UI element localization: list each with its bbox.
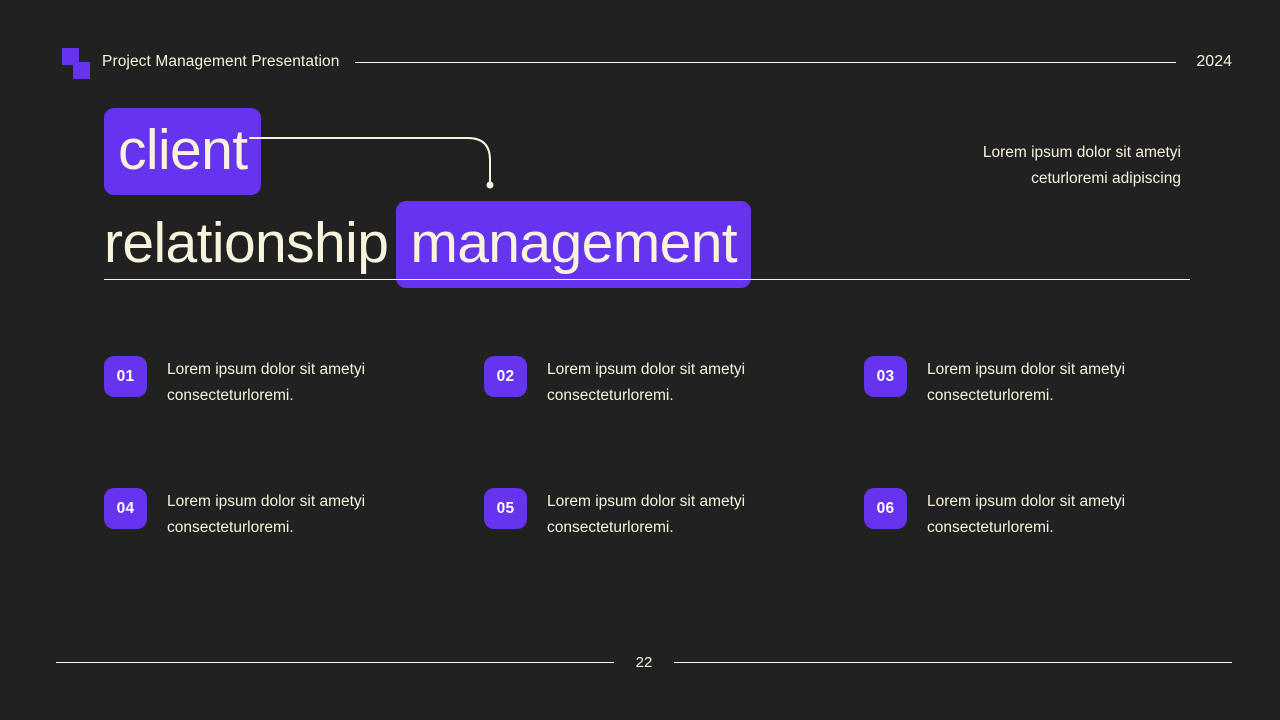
page-number: 22 xyxy=(635,654,653,671)
item-number-badge: 04 xyxy=(104,488,147,529)
item-number-badge: 02 xyxy=(484,356,527,397)
item-number-badge: 06 xyxy=(864,488,907,529)
headline-word-management: management xyxy=(396,201,752,288)
item-number-badge: 05 xyxy=(484,488,527,529)
footer-divider-right xyxy=(674,662,1232,663)
page-title: client relationship management xyxy=(104,108,804,288)
header-divider xyxy=(355,61,1177,63)
content-divider xyxy=(104,279,1190,280)
list-item[interactable]: 03 Lorem ipsum dolor sit ametyi consecte… xyxy=(864,356,1244,488)
logo-square-top xyxy=(62,48,79,65)
item-text: Lorem ipsum dolor sit ametyi consectetur… xyxy=(547,493,746,536)
logo-square-bottom xyxy=(73,62,90,79)
header-year: 2024 xyxy=(1196,53,1232,70)
headline-line-1: client xyxy=(104,108,804,195)
list-item[interactable]: 06 Lorem ipsum dolor sit ametyi consecte… xyxy=(864,488,1244,620)
list-item[interactable]: 04 Lorem ipsum dolor sit ametyi consecte… xyxy=(104,488,484,620)
headline-line-2: relationship management xyxy=(104,201,804,288)
intro-line-2: ceturloremi adipiscing xyxy=(1031,170,1181,187)
intro-line-1: Lorem ipsum dolor sit ametyi xyxy=(982,144,1181,161)
intro-text: Lorem ipsum dolor sit ametyi ceturloremi… xyxy=(851,140,1181,192)
list-item[interactable]: 01 Lorem ipsum dolor sit ametyi consecte… xyxy=(104,356,484,488)
item-number-badge: 01 xyxy=(104,356,147,397)
slide-footer: 22 xyxy=(56,654,1232,671)
item-text: Lorem ipsum dolor sit ametyi consectetur… xyxy=(167,361,366,404)
list-item[interactable]: 02 Lorem ipsum dolor sit ametyi consecte… xyxy=(484,356,864,488)
item-text: Lorem ipsum dolor sit ametyi consectetur… xyxy=(927,493,1126,536)
items-grid: 01 Lorem ipsum dolor sit ametyi consecte… xyxy=(104,356,1194,620)
item-text: Lorem ipsum dolor sit ametyi consectetur… xyxy=(167,493,366,536)
item-number-badge: 03 xyxy=(864,356,907,397)
header-title: Project Management Presentation xyxy=(102,53,340,70)
headline-word-client: client xyxy=(104,108,262,195)
slide-header: Project Management Presentation 2024 xyxy=(56,44,1232,80)
item-text: Lorem ipsum dolor sit ametyi consectetur… xyxy=(547,361,746,404)
headline-word-relationship: relationship xyxy=(104,211,389,275)
two-squares-logo-icon xyxy=(56,46,90,79)
list-item[interactable]: 05 Lorem ipsum dolor sit ametyi consecte… xyxy=(484,488,864,620)
footer-divider-left xyxy=(56,662,614,663)
item-text: Lorem ipsum dolor sit ametyi consectetur… xyxy=(927,361,1126,404)
